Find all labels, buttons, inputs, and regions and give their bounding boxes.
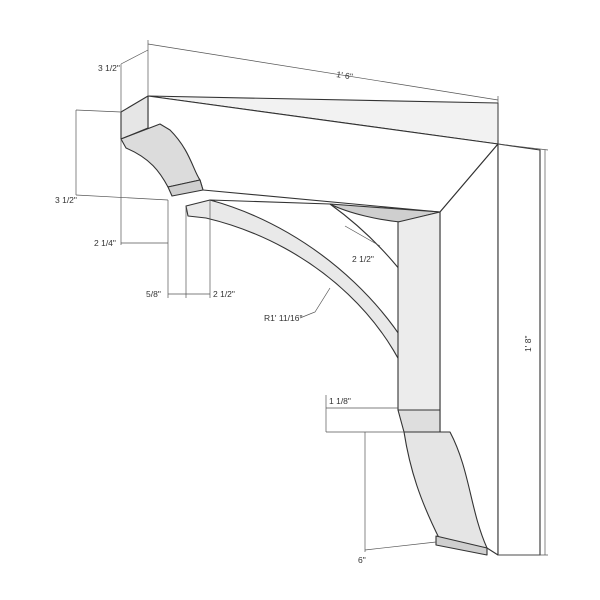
- step-label: 1 1/8": [329, 396, 351, 406]
- step-block: [397, 409, 441, 433]
- arc-radius-label: R1' 11/16": [264, 313, 303, 323]
- radius-leader: [299, 287, 331, 319]
- bracket-body: [120, 95, 541, 556]
- top-width-label: 1' 6": [336, 69, 354, 81]
- dimension-lines: [75, 40, 549, 556]
- fillet-step: [167, 179, 204, 197]
- arm-thickness-horizontal-label: 2 1/2": [213, 289, 235, 299]
- cove-projection-label: 2 1/4": [94, 238, 116, 248]
- cove-height-label: 3 1/2": [55, 195, 77, 205]
- cove-height-ext-top: [75, 109, 122, 113]
- top-width-line: [147, 43, 499, 101]
- cap-thickness-ext: [120, 49, 149, 65]
- height-ext-top: [497, 143, 549, 151]
- back-plate-side: [497, 143, 541, 556]
- height-label: 1' 8": [523, 336, 533, 352]
- arm-thickness-label: 2 1/2": [352, 254, 374, 264]
- foot-label: 6": [358, 555, 366, 565]
- dimension-labels: 1' 6" 1' 8" 3 1/2" 3 1/2" 2 1/4" 5/8" 2 …: [55, 63, 533, 565]
- cap-end-face: [120, 95, 149, 140]
- foot-ext-bottom: [364, 541, 437, 551]
- arm-post: [397, 211, 441, 411]
- cap-thickness-label: 3 1/2": [98, 63, 120, 73]
- fillet-label: 5/8": [146, 289, 161, 299]
- cove-height-ext-bottom: [75, 194, 169, 201]
- arm-thickness-line: [344, 225, 381, 247]
